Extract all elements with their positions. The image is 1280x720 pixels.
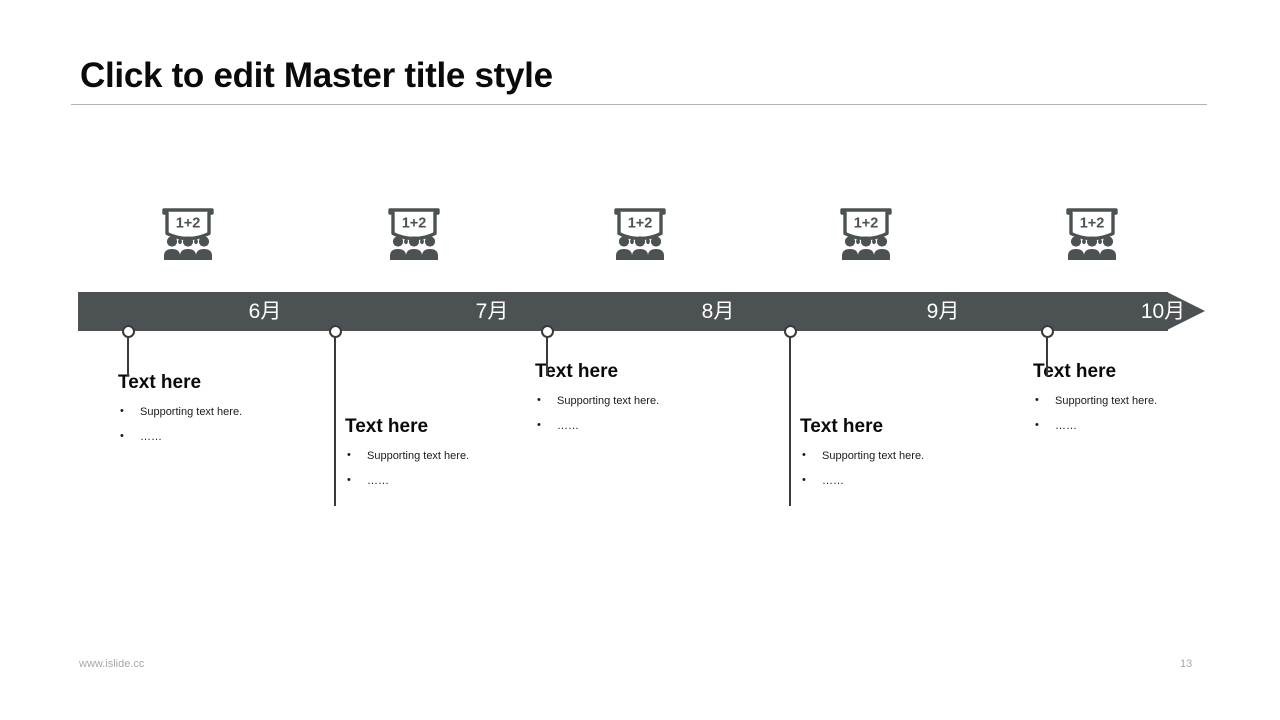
milestone-heading[interactable]: Text here [800,416,884,437]
milestone-text-block: Text hereSupporting text here. …… [118,372,333,456]
svg-text:1+2: 1+2 [854,216,879,232]
classroom-board-icon: 1+2 [1063,206,1121,264]
milestone-marker-dot[interactable] [328,324,342,338]
milestone-bullet-item[interactable]: Supporting text here. [118,405,333,419]
milestone-text-block: Text hereSupporting text here. …… [1033,361,1248,445]
classroom-board-icon: 1+2 [159,206,217,264]
milestone-connector-line [334,331,336,506]
milestone-connector-line [1046,331,1048,376]
footer-page-number: 13 [1180,658,1193,670]
milestone-marker-dot[interactable] [783,324,797,338]
milestone-bullet-list: Supporting text here. …… [345,449,560,488]
timeline-bar: 6月 7月 8月 9月 10月 [78,292,1205,331]
milestone-marker-dot[interactable] [1040,324,1054,338]
milestone-bullet-item[interactable]: …… [118,430,333,444]
milestone-bullet-item[interactable]: Supporting text here. [345,449,560,463]
milestone-heading[interactable]: Text here [118,372,202,393]
milestone-bullet-item[interactable]: …… [535,419,750,433]
milestone-heading[interactable]: Text here [535,361,619,382]
month-label: 10月 [1140,300,1186,323]
milestone-marker-dot[interactable] [540,324,554,338]
svg-text:1+2: 1+2 [176,216,201,232]
svg-text:1+2: 1+2 [628,216,653,232]
milestone-bullet-item[interactable]: …… [345,474,560,488]
milestone-bullet-item[interactable]: Supporting text here. [535,394,750,408]
classroom-board-icon: 1+2 [385,206,443,264]
milestone-text-block: Text hereSupporting text here. …… [535,361,750,445]
milestone-heading[interactable]: Text here [345,416,429,437]
timeline-arrow-head-icon [1167,292,1205,330]
timeline-bar-body [78,292,1168,331]
month-label: 7月 [475,300,509,323]
milestone-bullet-list: Supporting text here. …… [800,449,1015,488]
footer-url[interactable]: www.islide.cc [79,658,145,670]
milestone-marker-dot[interactable] [121,324,135,338]
milestone-bullet-item[interactable]: …… [800,474,1015,488]
milestone-bullet-item[interactable]: …… [1033,419,1248,433]
month-label: 6月 [248,300,282,323]
milestone-bullet-list: Supporting text here. …… [1033,394,1248,433]
milestone-bullet-list: Supporting text here. …… [535,394,750,433]
milestone-bullet-item[interactable]: Supporting text here. [800,449,1015,463]
svg-text:1+2: 1+2 [402,216,427,232]
milestone-connector-line [789,331,791,506]
milestone-bullet-list: Supporting text here. …… [118,405,333,444]
page-title[interactable]: Click to edit Master title style [80,56,553,95]
classroom-board-icon: 1+2 [611,206,669,264]
milestone-connector-line [127,331,129,376]
title-divider [71,104,1207,105]
milestone-text-block: Text hereSupporting text here. …… [345,416,560,500]
milestone-text-block: Text hereSupporting text here. …… [800,416,1015,500]
svg-text:1+2: 1+2 [1080,216,1105,232]
month-label: 9月 [926,300,960,323]
milestone-connector-line [546,331,548,376]
milestone-heading[interactable]: Text here [1033,361,1117,382]
milestone-bullet-item[interactable]: Supporting text here. [1033,394,1248,408]
month-label: 8月 [701,300,735,323]
classroom-board-icon: 1+2 [837,206,895,264]
